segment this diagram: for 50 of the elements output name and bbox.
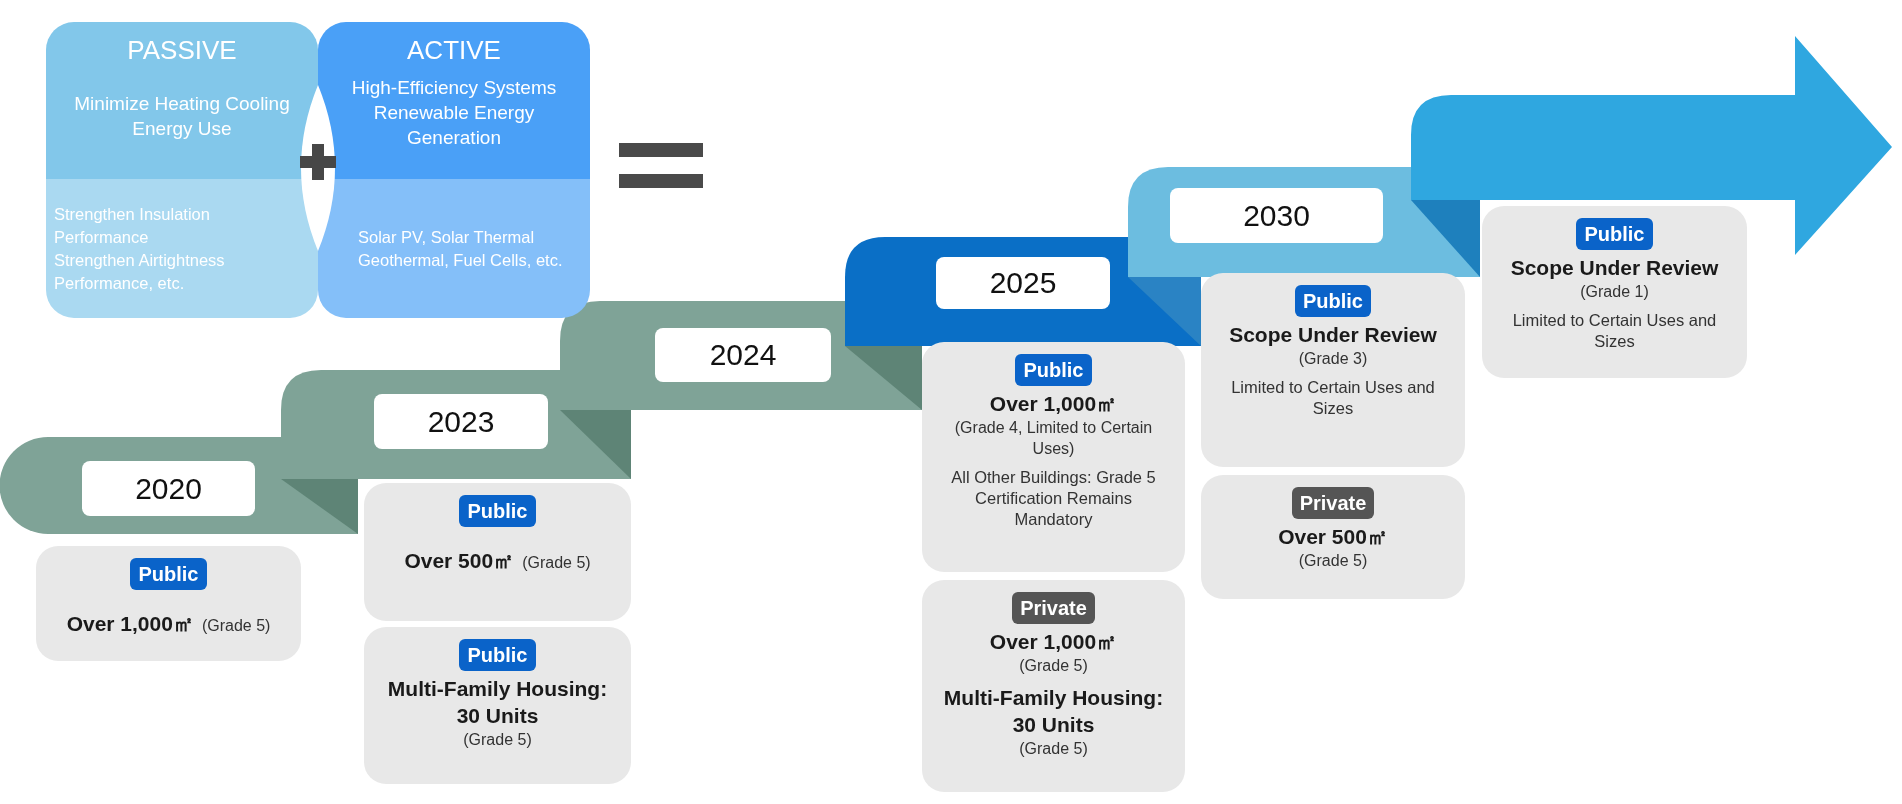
grade-note: (Grade 1) xyxy=(1580,282,1649,302)
sector-badge: Public xyxy=(1576,218,1653,250)
requirement-text: Over 1,000㎡ xyxy=(66,611,194,637)
grade-note: (Grade 5) xyxy=(1298,551,1368,571)
grade-note: (Grade 5) xyxy=(1019,656,1088,676)
requirement-text: Multi-Family Housing: 30 Units xyxy=(386,676,609,729)
panel-body-text: Solar PV, Solar Thermal Geothermal, Fuel Cells, etc. xyxy=(358,226,564,271)
panel-subheading: High-Efficiency Systems xyxy=(351,75,557,100)
sector-badge: Private xyxy=(1012,592,1095,624)
requirement-text: Scope Under Review xyxy=(1510,255,1719,281)
grade-note: (Grade 5) xyxy=(463,730,532,750)
sector-badge: Private xyxy=(1291,487,1375,519)
scope-note: All Other Buildings: Grade 5 Certification Remains Mandatory xyxy=(950,467,1157,530)
requirement-text: Scope Under Review xyxy=(1229,322,1437,348)
year-label: 2025 xyxy=(936,257,1110,309)
panel-body-text: Strengthen Airtightness Performance, etc. xyxy=(54,249,226,294)
year-label: 2024 xyxy=(655,328,831,382)
sector-badge: Public xyxy=(1015,354,1092,386)
requirement-text: Over 1,000㎡ xyxy=(989,391,1118,417)
grade-note: (Grade 5) xyxy=(522,553,591,573)
grade-note: (Grade 4, Limited to Certain Uses) xyxy=(953,418,1154,459)
requirement-text: Over 1,000㎡ xyxy=(989,629,1118,655)
sector-badge: Public xyxy=(459,495,536,527)
sector-badge: Public xyxy=(459,639,536,671)
year-label: 2020 xyxy=(82,461,255,516)
requirement-card xyxy=(364,483,631,621)
requirement-card xyxy=(364,627,631,784)
sector-badge: Public xyxy=(1295,285,1371,317)
requirement-card xyxy=(1201,273,1465,467)
requirement-card xyxy=(922,580,1185,792)
requirement-text: Multi-Family Housing: 30 Units xyxy=(942,685,1165,738)
panel-body-text: Strengthen Insulation Performance xyxy=(54,203,211,248)
panel-subheading: Renewable Energy Generation xyxy=(372,100,536,150)
scope-note: Limited to Certain Uses and Sizes xyxy=(1511,310,1718,352)
requirement-card xyxy=(1482,206,1747,378)
year-label: 2030 xyxy=(1170,188,1383,243)
requirement-card xyxy=(36,546,301,661)
panel-heading: PASSIVE xyxy=(127,34,237,67)
requirement-text: Over 500㎡ xyxy=(1278,524,1388,550)
grade-note: (Grade 3) xyxy=(1298,349,1368,369)
grade-note: (Grade 5) xyxy=(201,616,271,636)
scope-note: Limited to Certain Uses and Sizes xyxy=(1230,377,1436,419)
grade-note: (Grade 5) xyxy=(1019,739,1088,759)
year-label: 2023 xyxy=(374,394,548,449)
panel-subheading: Minimize Heating Cooling Energy Use xyxy=(73,91,291,141)
requirement-text: Over 500㎡ xyxy=(404,548,515,574)
requirement-card xyxy=(1201,475,1465,599)
panel-heading: ACTIVE xyxy=(407,34,501,67)
sector-badge: Public xyxy=(130,558,207,590)
requirement-card xyxy=(922,342,1185,572)
